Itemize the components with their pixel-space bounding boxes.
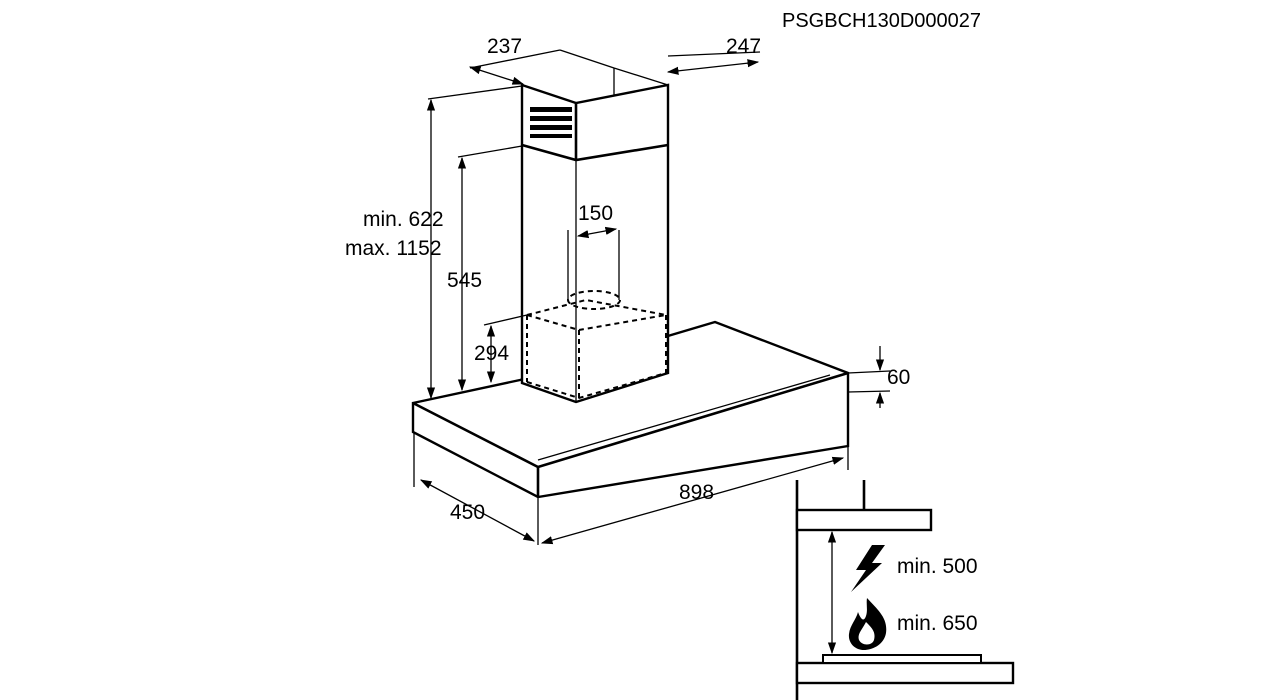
dim-canopy-height: 60 [847, 346, 910, 408]
label-60: 60 [887, 366, 910, 389]
label-898: 898 [679, 481, 714, 504]
label-min-622: min. 622 [363, 208, 444, 231]
dim-duct-diameter: 150 [576, 202, 618, 239]
dim-chimney-depth: 237 [468, 35, 615, 85]
lightning-bolt-icon [851, 545, 885, 592]
motor-housing-hidden [526, 298, 667, 400]
hood-chimney [520, 67, 670, 404]
hood-canopy [411, 320, 850, 499]
label-min-500: min. 500 [897, 555, 978, 578]
label-237: 237 [487, 35, 522, 58]
flame-icon [848, 598, 887, 650]
dim-canopy-width: 898 [540, 446, 849, 545]
label-150: 150 [578, 202, 613, 225]
dim-canopy-depth: 450 [413, 432, 539, 545]
dim-total-height: min. 622 max. 1152 [345, 85, 523, 404]
label-545: 545 [447, 269, 482, 292]
label-max-1152: max. 1152 [345, 237, 442, 260]
dim-chimney-height: 545 [447, 145, 523, 392]
clearance-inset: min. 500 min. 650 [795, 480, 1015, 700]
label-247: 247 [726, 35, 761, 58]
product-code: PSGBCH130D000027 [782, 10, 981, 32]
dim-chimney-width: 247 [666, 35, 761, 75]
label-294: 294 [474, 342, 509, 365]
dim-connection-height: 294 [474, 314, 528, 384]
label-450: 450 [450, 501, 485, 524]
label-min-650: min. 650 [897, 612, 978, 635]
vent-grille [530, 107, 572, 138]
exhaust-duct [567, 230, 621, 310]
